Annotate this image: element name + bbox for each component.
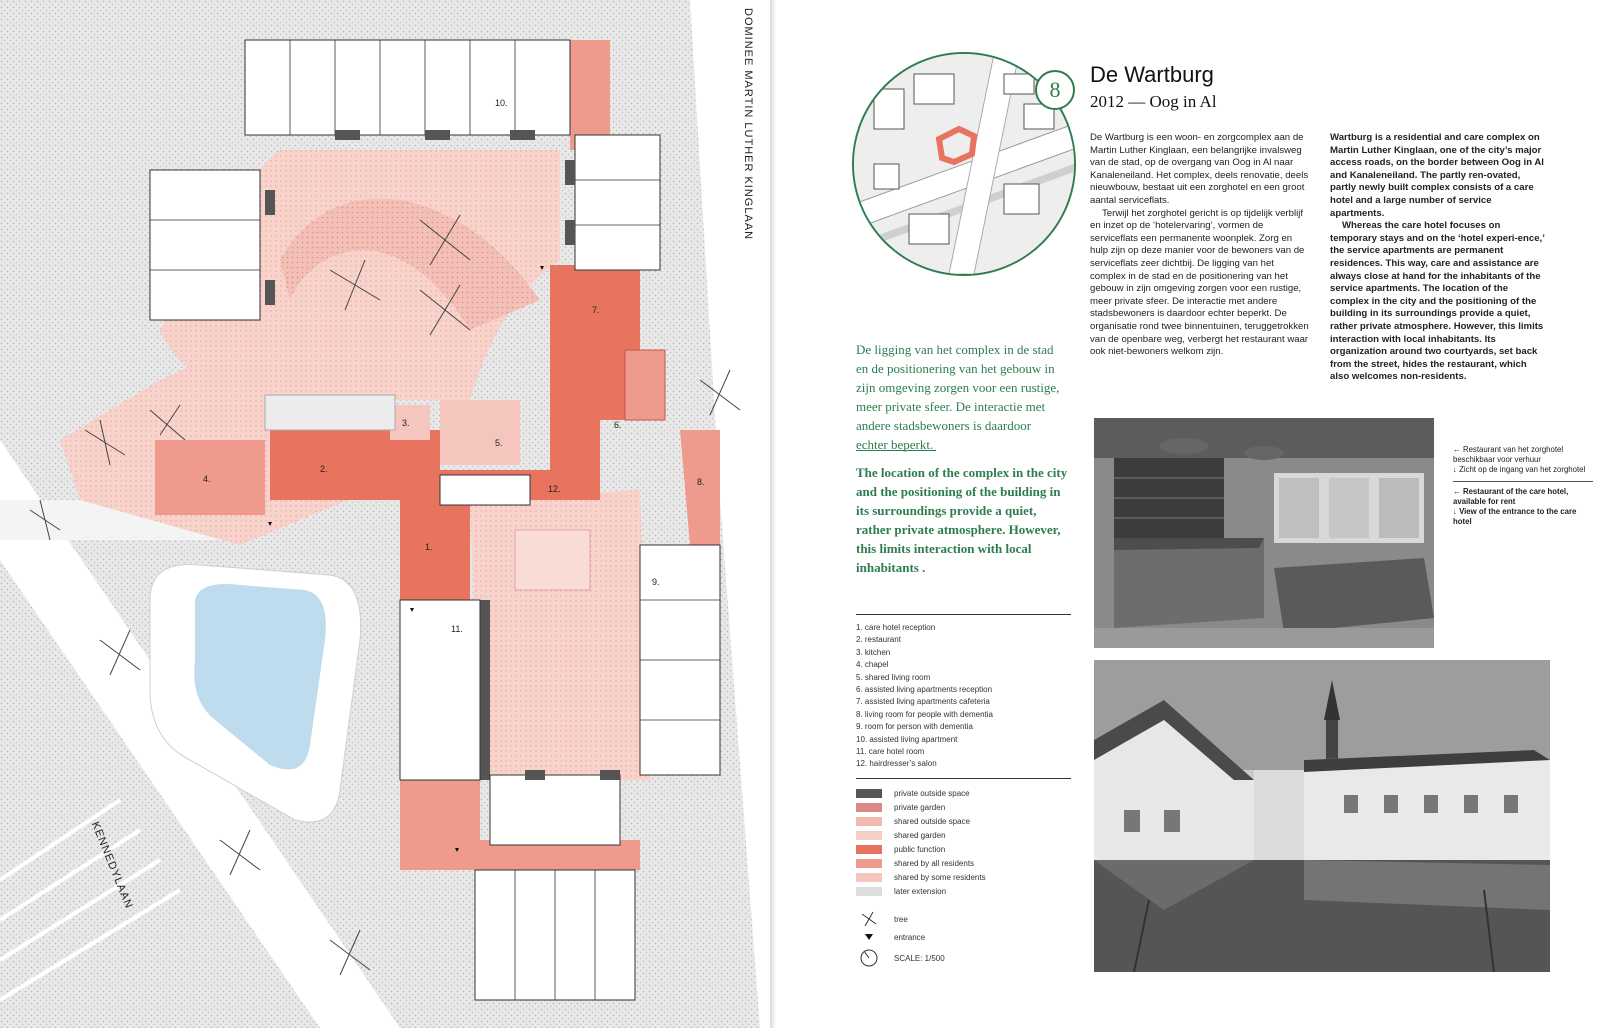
body-en-paragraph-1: Wartburg is a residential and care compl… [1330,132,1544,219]
body-text-dutch: De Wartburg is een woon- en zorgcomplex … [1090,132,1312,359]
legend-divider-top [856,614,1071,615]
legend-entrance-label: entrance [894,932,926,942]
room-label-8: 8. [697,477,705,487]
room-legend-item: 4. chapel [856,660,889,670]
legend-divider-middle [856,778,1071,779]
caption-en-restaurant: ← Restaurant of the care hotel, availabl… [1453,486,1569,506]
legend-scale: SCALE: 1/500 [856,948,1071,968]
legend-swatch [856,802,882,812]
legend-swatch-label: private garden [894,802,946,812]
project-number-badge: 8 [1035,70,1075,110]
legend-swatch-label: shared garden [894,830,946,840]
room-label-3: 3. [402,418,410,428]
page-subtitle: 2012 — Oog in Al [1090,92,1217,111]
site-plan-drawing: 1. 2. 3. 4. 5. 6. 7. 8. 9. 10. 11. 12. [0,0,770,1028]
locator-map [852,52,1076,276]
room-legend-item: 3. kitchen [856,647,891,657]
page-title: De Wartburg [1090,62,1214,87]
body-nl-paragraph-2: Terwijl het zorghotel gericht is op tijd… [1090,207,1309,358]
room-label-12: 12. [548,484,561,494]
restaurant-photo [1094,418,1434,648]
space-legend-item: private outside space [856,786,1071,800]
space-legend-item: later extension [856,885,1071,899]
room-label-11: 11. [451,624,463,634]
space-legend-item: public function [856,842,1071,856]
space-legend-item: shared outside space [856,814,1071,828]
space-legend-item: shared by all residents [856,856,1071,870]
road-label-martin-luther-kinglaan: DOMINEE MARTIN LUTHER KINGLAAN [742,8,754,241]
legend-swatch [856,816,882,826]
room-label-10: 10. [495,98,508,108]
room-legend: 1. care hotel reception 2. restaurant 3.… [856,622,1071,771]
caption-en-entrance: ↓ View of the entrance to the care hotel [1453,507,1577,527]
room-legend-item: 11. care hotel room [856,747,925,757]
body-en-paragraph-2: Whereas the care hotel focuses on tempor… [1330,220,1545,383]
space-legend-item: shared by some residents [856,871,1071,885]
room-legend-item: 1. care hotel reception [856,623,936,632]
photo-captions: ← Restaurant van het zorghotel beschikba… [1453,445,1593,527]
legend-swatch [856,844,882,854]
pull-quote-english: The location of the complex in the city … [856,465,1068,575]
legend-swatch-label: shared outside space [894,816,971,826]
space-legend: private outside space private garden sha… [856,786,1071,899]
legend-swatch [856,788,882,798]
room-label-6: 6. [614,420,622,430]
legend-swatch-label: shared by all residents [894,859,975,869]
room-label-7: 7. [592,305,600,315]
site-plan: 1. 2. 3. 4. 5. 6. 7. 8. 9. 10. 11. 12. D… [0,0,770,1028]
legend-swatch-label: later extension [894,887,947,897]
room-legend-item: 7. assisted living apartments cafeteria [856,697,990,707]
room-legend-item: 6. assisted living apartments reception [856,685,993,695]
page-gutter [770,0,776,1028]
room-label-9: 9. [652,577,660,587]
caption-nl-restaurant: ← Restaurant van het zorghotel beschikba… [1453,445,1564,465]
space-legend-item: private garden [856,800,1071,814]
pull-quote-divider [856,450,936,451]
north-arrow-icon [856,948,882,968]
legend-tree-label: tree [894,914,908,924]
legend-tree: tree [856,910,1071,928]
tree-icon [856,910,882,928]
room-label-1: 1. [425,542,433,552]
entrance-icon [856,932,882,942]
legend-swatch-label: public function [894,844,946,854]
legend-swatch-label: private outside space [894,788,970,798]
legend-swatch [856,830,882,840]
body-text-english: Wartburg is a residential and care compl… [1330,132,1545,384]
room-label-5: 5. [495,438,503,448]
room-label-4: 4. [203,474,211,484]
room-legend-item: 9. room for person with dementia [856,722,973,732]
legend-swatch [856,887,882,897]
body-nl-paragraph-1: De Wartburg is een woon- en zorgcomplex … [1090,132,1309,206]
room-legend-item: 2. restaurant [856,635,901,645]
room-legend-item: 10. assisted living apartment [856,734,958,744]
room-label-2: 2. [320,464,328,474]
caption-divider [1453,480,1593,482]
space-legend-item: shared garden [856,828,1071,842]
legend-swatch [856,859,882,869]
caption-nl-entrance: ↓ Zicht op de ingang van het zorghotel [1453,465,1586,475]
legend-swatch [856,873,882,883]
pull-quote-dutch: De ligging van het complex in de stad en… [856,342,1060,452]
legend-swatch-label: shared by some residents [894,873,986,883]
room-legend-item: 5. shared living room [856,672,931,682]
entrance-photo [1094,660,1550,972]
legend-entrance: entrance [856,932,1071,942]
room-legend-item: 12. hairdresser’s salon [856,759,937,769]
room-legend-item: 8. living room for people with dementia [856,709,993,719]
legend-scale-label: SCALE: 1/500 [894,953,945,963]
